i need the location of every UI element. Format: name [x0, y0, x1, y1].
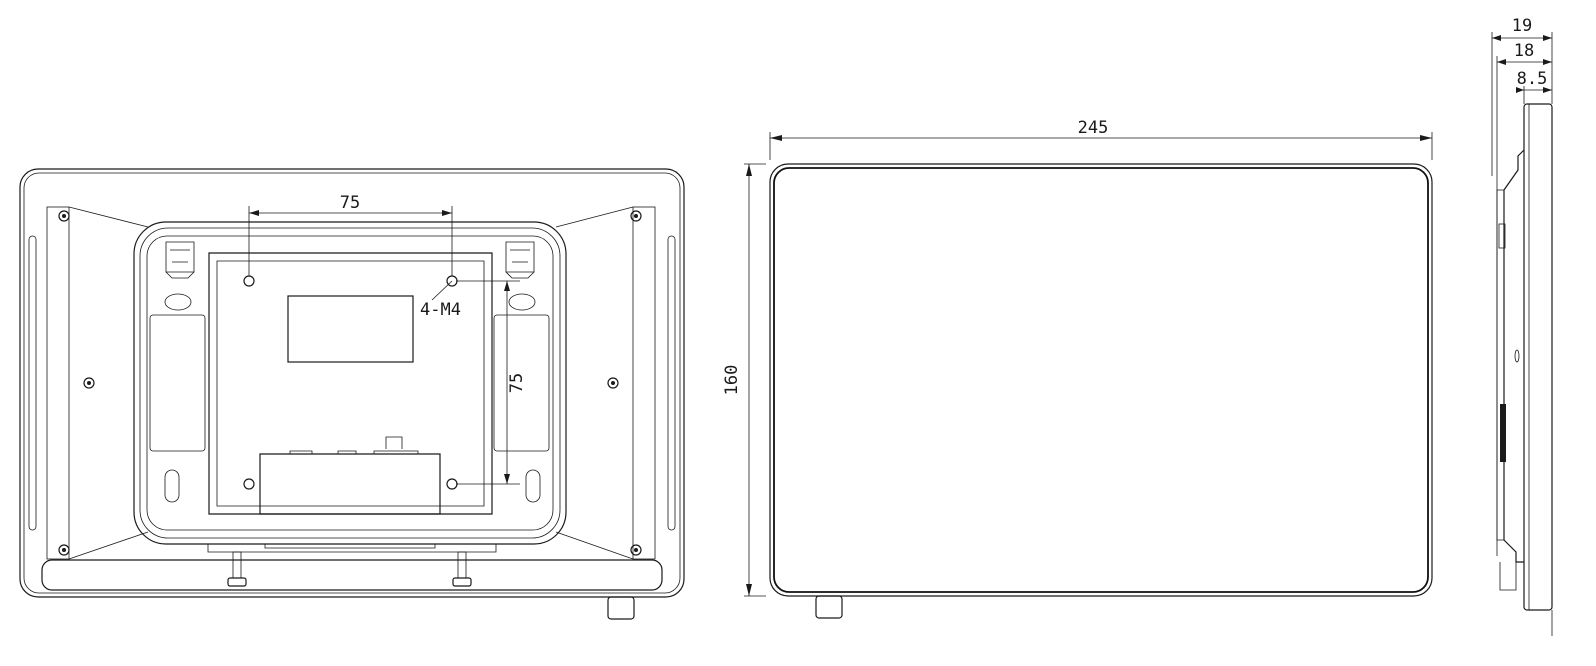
rear-connector-stub [607, 596, 635, 620]
vesa-plate [208, 252, 493, 515]
brace-line-br [555, 531, 634, 560]
center-recess-inner [146, 235, 554, 531]
side-body [1523, 103, 1553, 611]
front-view: 245 160 [722, 118, 1433, 619]
screw-callout-label: 4-M4 [420, 300, 461, 320]
right-pad [493, 293, 550, 503]
vesa-horizontal-label: 75 [340, 193, 360, 213]
foot-right [452, 551, 472, 587]
vesa-vertical-label: 75 [507, 373, 527, 393]
vesa-hole-tl [243, 275, 255, 287]
side-hole [1514, 349, 1520, 363]
bezel-depth-label: 8.5 [1517, 69, 1548, 89]
foot-left [227, 551, 247, 587]
width-dimension: 245 [769, 118, 1433, 160]
side-mount-plate [1496, 189, 1504, 541]
total-depth-dimension: 19 [1492, 16, 1552, 41]
center-recess-middle [139, 227, 561, 539]
side-screw-right [607, 377, 619, 389]
bezel-depth-dimension: 8.5 [1516, 69, 1552, 93]
side-screw-left [83, 377, 95, 389]
vesa-hole-br [446, 478, 458, 490]
screw-callout-leader [431, 280, 453, 301]
bracket-ports [289, 450, 419, 454]
side-foot [1499, 562, 1517, 591]
vesa-hole-bl [243, 478, 255, 490]
front-bezel-outer [769, 163, 1433, 597]
brace-line-tr [555, 206, 634, 228]
body-depth-dimension: 18 [1497, 41, 1552, 65]
corner-screw-br [630, 544, 642, 556]
rear-view: 75 75 4-M4 [19, 168, 685, 620]
left-side-slot [28, 235, 37, 531]
vesa-horizontal-dimension: 75 [248, 193, 453, 276]
bottom-rail-slot [264, 544, 436, 549]
bottom-bracket [259, 453, 441, 515]
hook-right [505, 241, 535, 279]
left-mount-plate [46, 206, 70, 560]
left-pad [149, 293, 206, 503]
brace-line-bl [68, 531, 149, 560]
side-view: 19 18 8.5 [1491, 16, 1553, 636]
rear-housing-outline [19, 168, 685, 598]
front-screen [773, 167, 1429, 593]
corner-screw-bl [58, 544, 70, 556]
hook-left [165, 241, 195, 279]
rear-housing-inner-outline [23, 172, 681, 594]
total-depth-label: 19 [1512, 16, 1532, 36]
height-dimension: 160 [722, 163, 766, 597]
brace-line-tl [68, 206, 149, 228]
width-label: 245 [1078, 118, 1109, 138]
side-connector [1500, 404, 1506, 462]
height-label: 160 [722, 365, 742, 396]
side-hook [1498, 223, 1506, 249]
right-side-slot [667, 235, 676, 531]
vesa-vertical-dimension: 75 [456, 280, 527, 485]
bottom-rail [207, 543, 497, 553]
vesa-plate-inner [216, 260, 485, 507]
side-bracket-profile [1503, 149, 1525, 563]
bracket-connector [385, 436, 403, 449]
front-connector-stub [815, 595, 843, 619]
center-recess-outer [133, 221, 567, 545]
corner-screw-tr [630, 210, 642, 222]
rear-label-area [287, 295, 414, 363]
right-mount-plate [632, 206, 656, 560]
corner-screw-tl [58, 210, 70, 222]
rear-bottom-bar [41, 559, 663, 591]
body-depth-label: 18 [1514, 41, 1534, 61]
